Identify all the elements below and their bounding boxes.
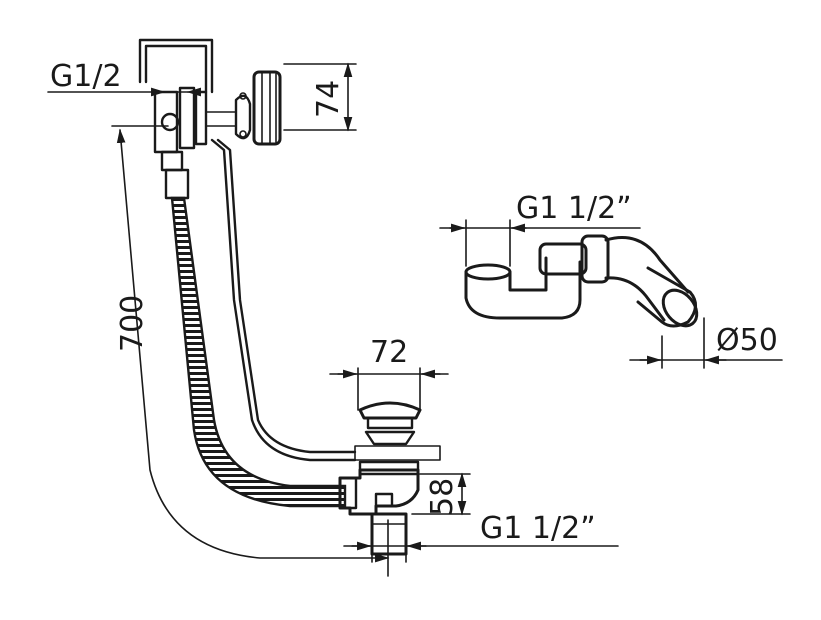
overflow-head: [153, 70, 282, 200]
label-trap-outlet: Ø50: [716, 323, 778, 358]
label-overflow-thread: G1/2: [50, 59, 122, 94]
label-waste-thread: G1 1/2”: [480, 511, 596, 546]
dim-overflow-thread: G1/2: [47, 59, 201, 97]
dim-plug-diameter: 72: [329, 335, 449, 411]
label-plug-diameter: 72: [370, 335, 408, 370]
label-hose-length: 700: [115, 295, 150, 352]
label-overflow-height: 74: [311, 80, 346, 118]
dim-waste-thread: G1 1/2”: [343, 511, 619, 563]
dim-trap-thread: G1 1/2”: [439, 191, 641, 267]
trap-siphon: [464, 234, 699, 328]
label-waste-height: 58: [425, 478, 460, 516]
label-trap-thread: G1 1/2”: [516, 191, 632, 226]
dim-overflow-height: 74: [283, 62, 357, 132]
dim-hose-length: 700: [111, 125, 390, 577]
dim-waste-height: 58: [411, 472, 471, 516]
dim-trap-outlet: Ø50: [629, 317, 783, 369]
